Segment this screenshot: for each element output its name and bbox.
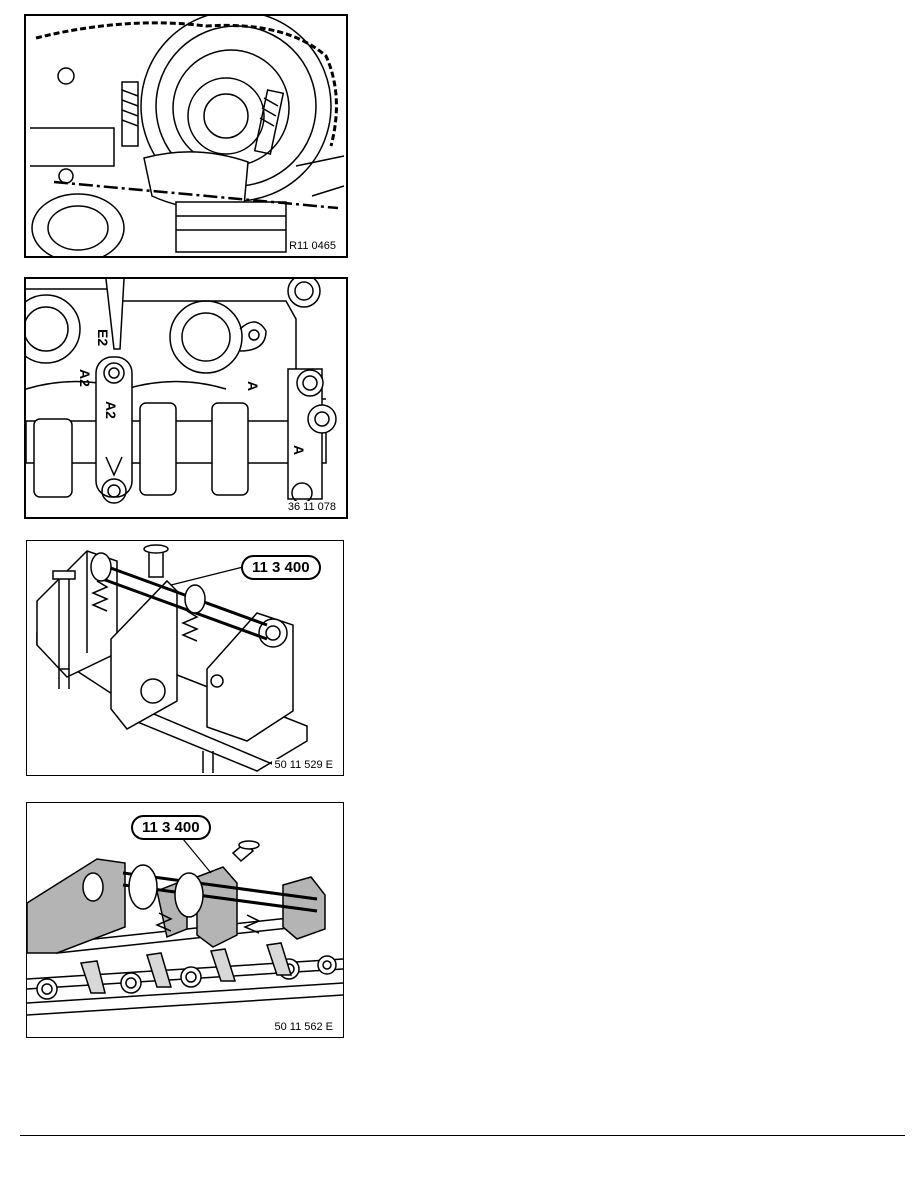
special-tool-mounted-illustration [27,838,343,1016]
marking-a-top: A [245,381,261,391]
figure-code: 36 11 078 [285,501,338,513]
special-tool-bench-illustration [36,544,308,773]
figure-bearing-caps: E2 A2 A2 A A 36 11 078 [24,277,348,519]
bearing-caps-illustration: E2 A2 A2 A A [26,279,337,504]
marking-e2: E2 [95,329,111,346]
footer-divider [20,1135,905,1136]
marking-a2-left: A2 [77,369,93,387]
marking-a2-cap: A2 [103,401,119,419]
figure-special-tool-bench: 11 3 400 50 11 529 E [26,540,344,776]
figure-special-tool-mounted: 11 3 400 50 11 562 E [26,802,344,1038]
figure-camshaft-alignment: R11 0465 [24,14,348,258]
camshaft-alignment-illustration [30,16,345,256]
figure-code: 50 11 562 E [272,1021,335,1033]
special-tool-callout: 11 3 400 [131,815,211,840]
marking-a-right: A [291,445,307,455]
figure-code: 50 11 529 E [272,759,335,771]
special-tool-callout: 11 3 400 [241,555,321,580]
figure-code: R11 0465 [287,240,338,252]
